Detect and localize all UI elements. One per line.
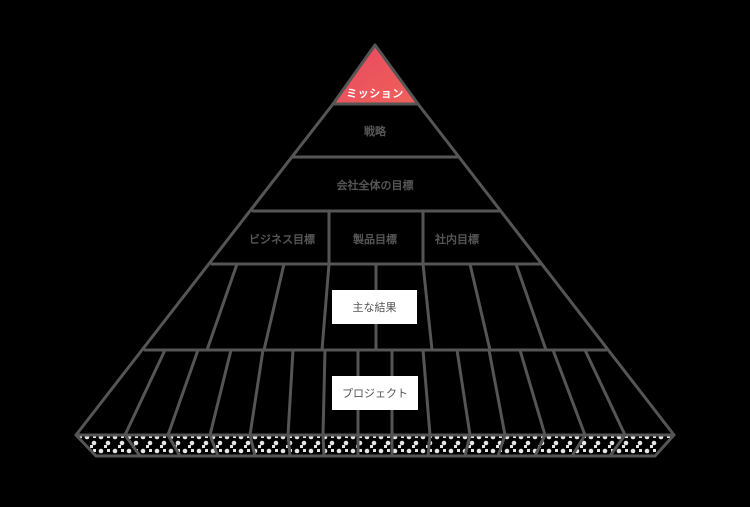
projects-label-box: プロジェクト bbox=[332, 376, 418, 410]
projects-label: プロジェクト bbox=[342, 387, 408, 400]
product-goals-label: 製品目標 bbox=[353, 233, 397, 246]
internal-goals-label: 社内目標 bbox=[435, 233, 479, 246]
strategy-label: 戦略 bbox=[364, 125, 386, 138]
key-results-label: 主な結果 bbox=[352, 301, 397, 314]
key-results-label-box: 主な結果 bbox=[332, 290, 417, 324]
business-goals-label: ビジネス目標 bbox=[249, 233, 315, 246]
foundation-band bbox=[74, 433, 676, 458]
mission-label: ミッション bbox=[346, 87, 404, 100]
company-goals-label: 会社全体の目標 bbox=[336, 179, 414, 192]
